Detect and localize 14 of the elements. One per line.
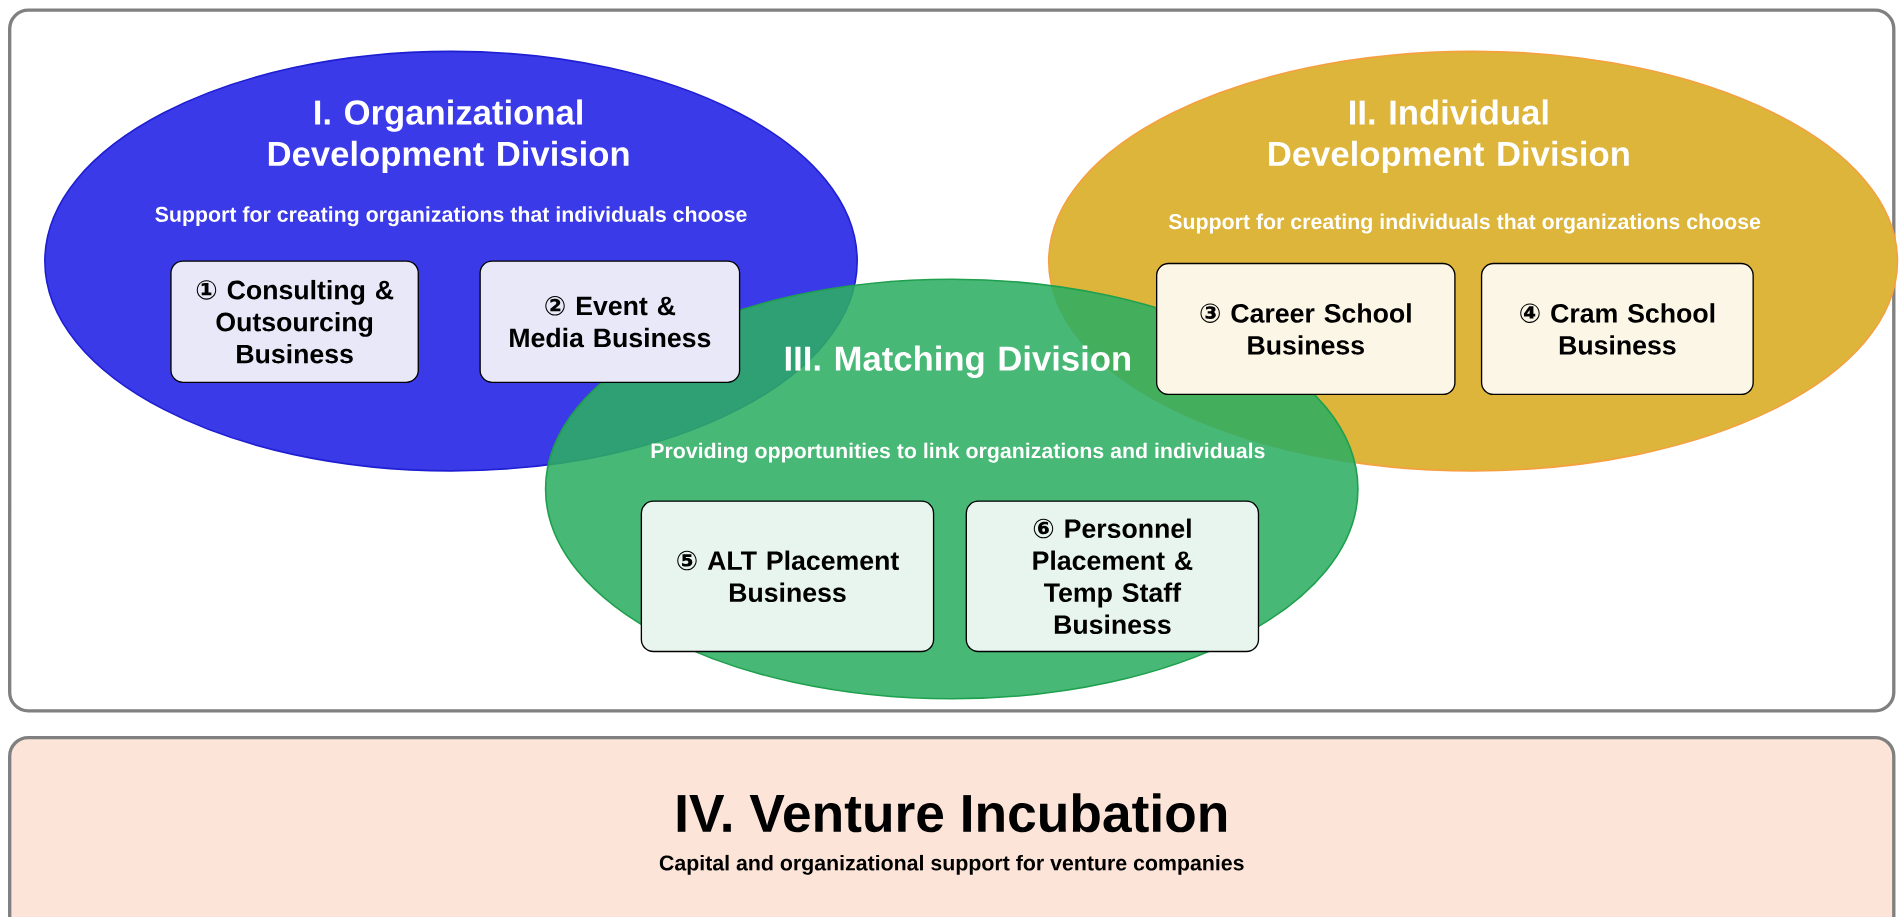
business-box: ⑥ Personnel Placement & Temp Staff Business [965,500,1260,653]
business-box: ② Event & Media Business [479,260,741,383]
division-title: I. Organizational Development Division [268,99,629,174]
division-title: II. Individual Development Division [1269,99,1629,174]
business-box: ① Consulting & Outsourcing Business [170,260,419,383]
division-subtitle: Support for creating individuals that organizations choose [1168,213,1761,234]
division-title: III. Matching Division [785,345,1130,378]
division-subtitle: Providing opportunities to link organizations and individuals [651,442,1265,463]
band-title: IV. Venture Incubation [677,793,1227,833]
business-box: ④ Cram School Business [1480,262,1754,396]
division-subtitle: Support for creating organizations that individuals choose [155,206,747,227]
business-box: ⑤ ALT Placement Business [640,500,935,653]
business-box: ③ Career School Business [1156,262,1456,396]
band-subtitle: Capital and organizational support for venture companies [659,854,1244,875]
